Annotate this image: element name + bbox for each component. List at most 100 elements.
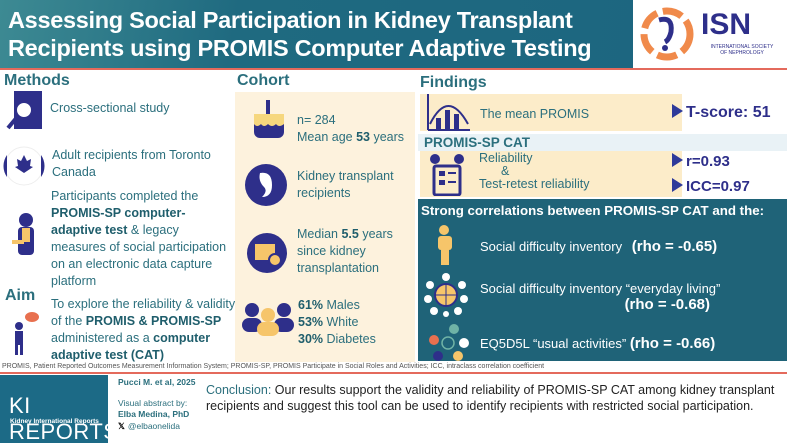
confused-person-icon bbox=[438, 225, 452, 265]
canada-flag-icon bbox=[3, 146, 45, 186]
correlation-row: EQ5D5L “usual activities” (rho = -0.66) bbox=[480, 335, 715, 352]
method-adult-recipients: Adult recipients from Toronto Canada bbox=[52, 148, 211, 179]
demographic-white: 53% White bbox=[298, 314, 376, 331]
research-document-icon bbox=[6, 91, 42, 130]
participants-text-2: & legacy measures of social participatio… bbox=[51, 223, 227, 288]
divider bbox=[0, 372, 787, 374]
arrow-icon bbox=[672, 104, 683, 118]
isn-logo-icon bbox=[640, 7, 694, 61]
mean-promis-band bbox=[420, 94, 682, 131]
correlation-row: Social difficulty inventory “everyday li… bbox=[480, 281, 780, 313]
checklist-clipboard-icon bbox=[430, 154, 464, 196]
reliability-labels: Reliability&Test-retest reliability bbox=[479, 152, 589, 191]
author-name: Elba Medina, PhD bbox=[118, 409, 190, 419]
journal-subtitle: Kidney International Reports bbox=[10, 418, 99, 425]
aim-text-2: administered as a bbox=[51, 331, 154, 345]
clinician-with-tablet-icon bbox=[12, 213, 34, 255]
aim-bold-2: computer adaptive test (CAT) bbox=[51, 331, 211, 362]
icc: ICC=0.97 bbox=[686, 178, 750, 195]
median-post: years since kidney transplantation bbox=[297, 227, 393, 275]
mean-promis-value: T-score: 51 bbox=[672, 104, 770, 122]
correlation-rho: (rho = -0.68) bbox=[624, 296, 710, 313]
icc-value: ICC=0.97 bbox=[672, 178, 750, 195]
mean-promis-label: The mean PROMIS bbox=[480, 107, 590, 121]
journal-name: KI REPORTS bbox=[9, 393, 119, 444]
demographic-males: 61% Males bbox=[298, 297, 376, 314]
t-score: T-score: 51 bbox=[686, 104, 771, 121]
aim-bold-1: PROMIS & PROMIS-SP bbox=[85, 314, 222, 328]
speaking-person-icon bbox=[15, 312, 39, 355]
cohort-age: Mean age 53 years bbox=[297, 129, 404, 146]
correlation-label: Social difficulty inventory “everyday li… bbox=[480, 281, 721, 296]
demo-label: White bbox=[323, 315, 359, 329]
age-pre: Mean age bbox=[297, 130, 357, 144]
correlations-panel: Strong correlations between PROMIS-SP CA… bbox=[418, 199, 787, 361]
promis-sp-cat-heading: PROMIS-SP CAT bbox=[424, 135, 531, 150]
method-participants: Participants completed the PROMIS-SP com… bbox=[51, 188, 236, 290]
test-retest-label: Test-retest reliability bbox=[479, 177, 590, 191]
cohort-demographics: 61% Males 53% White 30% Diabetes bbox=[298, 297, 376, 348]
author-x-handle[interactable]: 𝕏@elbaonelida bbox=[118, 421, 180, 432]
demo-pct: 30% bbox=[298, 332, 324, 346]
kidney-icon bbox=[245, 164, 287, 206]
connected-nodes-icon bbox=[429, 324, 469, 361]
cohort-heading: Cohort bbox=[237, 72, 290, 89]
median-pre: Median bbox=[297, 227, 342, 241]
r-value: r=0.93 bbox=[686, 153, 730, 170]
birthday-cake-icon bbox=[254, 100, 284, 138]
bell-curve-chart-icon bbox=[427, 94, 470, 131]
abbreviations-footnote: PROMIS, Patient Reported Outcomes Measur… bbox=[2, 363, 545, 370]
ampersand: & bbox=[501, 164, 510, 178]
handle-text: @elbaonelida bbox=[127, 421, 180, 431]
demo-label: Males bbox=[323, 298, 360, 312]
demo-pct: 61% bbox=[298, 298, 324, 312]
social-network-globe-icon bbox=[424, 273, 468, 317]
methods-heading: Methods bbox=[4, 72, 70, 89]
demographic-diabetes: 30% Diabetes bbox=[298, 331, 376, 348]
correlation-label: Social difficulty inventory bbox=[480, 239, 623, 254]
aim-text-1: To explore the reliability & validity of… bbox=[51, 297, 236, 328]
correlation-rho: (rho = -0.65) bbox=[631, 238, 718, 255]
arrow-icon bbox=[672, 178, 683, 192]
citation: Pucci M. et al, 2025 bbox=[118, 377, 196, 387]
promis-sp-cat-band bbox=[418, 134, 787, 151]
aim-text: To explore the reliability & validity of… bbox=[51, 296, 241, 364]
arrow-icon bbox=[672, 153, 683, 167]
demo-pct: 53% bbox=[298, 315, 324, 329]
conclusion-label: Conclusion: bbox=[206, 383, 272, 397]
isn-logo-text: ISN bbox=[701, 8, 752, 41]
correlation-rho: (rho = -0.66) bbox=[629, 335, 716, 352]
cohort-median: Median 5.5 years since kidney transplant… bbox=[297, 226, 415, 277]
page-title: Assessing Social Participation in Kidney… bbox=[8, 6, 592, 62]
reliability-label: Reliability bbox=[479, 151, 533, 165]
correlation-row: Social difficulty inventory (rho = -0.65… bbox=[480, 238, 717, 255]
people-group-icon bbox=[242, 303, 294, 336]
divider bbox=[0, 68, 787, 70]
correlation-label: EQ5D5L “usual activities” bbox=[480, 336, 627, 351]
header-banner: Assessing Social Participation in Kidney… bbox=[0, 0, 787, 68]
findings-heading: Findings bbox=[420, 74, 487, 91]
participants-text-1: Participants completed the bbox=[51, 189, 199, 203]
age-value: 53 bbox=[356, 130, 370, 144]
cohort-n: n= 284 bbox=[297, 113, 336, 127]
isn-logo-subtitle: INTERNATIONAL SOCIETY OF NEPHROLOGY bbox=[710, 44, 774, 56]
participants-bold: PROMIS-SP computer-adaptive test bbox=[51, 206, 186, 237]
visual-abstract-by: Visual abstract by: bbox=[118, 398, 188, 408]
title-line-1: Assessing Social Participation in Kidney… bbox=[8, 7, 573, 33]
method-cross-sectional: Cross-sectional study bbox=[50, 101, 170, 115]
conclusion: Conclusion: Our results support the vali… bbox=[206, 383, 776, 414]
cohort-recipients: Kidney transplant recipients bbox=[297, 169, 394, 200]
conclusion-text: Our results support the validity and rel… bbox=[206, 383, 775, 413]
demo-label: Diabetes bbox=[323, 332, 376, 346]
correlations-heading: Strong correlations between PROMIS-SP CA… bbox=[421, 203, 765, 218]
aim-heading: Aim bbox=[5, 287, 36, 304]
x-logo-icon: 𝕏 bbox=[118, 421, 125, 431]
reliability-value: r=0.93 bbox=[672, 153, 730, 170]
title-line-2: Recipients using PROMIS Computer Adaptiv… bbox=[8, 35, 592, 61]
median-value: 5.5 bbox=[341, 227, 359, 241]
age-post: years bbox=[369, 130, 405, 144]
calendar-clock-icon bbox=[247, 233, 287, 273]
isn-logo: ISN INTERNATIONAL SOCIETY OF NEPHROLOGY bbox=[633, 0, 787, 68]
ki-reports-logo: KI REPORTS Kidney International Reports bbox=[0, 375, 118, 444]
